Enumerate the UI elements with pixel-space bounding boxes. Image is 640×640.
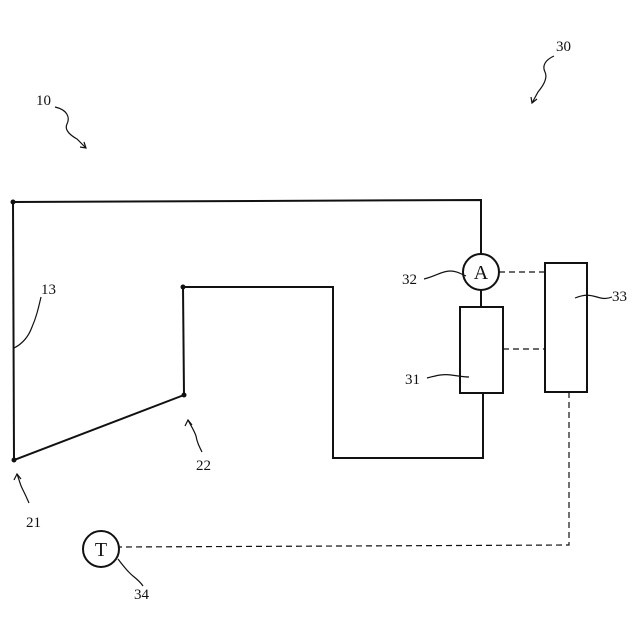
leader-22: [188, 420, 202, 452]
label-30: 30: [556, 39, 571, 55]
block-33: [545, 263, 587, 392]
leader-10: [55, 107, 86, 148]
label-33: 33: [612, 289, 627, 305]
ammeter-symbol: A: [474, 262, 489, 284]
leader-34: [118, 559, 143, 586]
leader-13: [14, 297, 41, 348]
label-32: 32: [402, 272, 417, 288]
block-31: [460, 307, 503, 393]
node-21: [12, 458, 17, 463]
leader-33: [575, 295, 612, 298]
label-21: 21: [26, 515, 41, 531]
node-22: [182, 393, 187, 398]
node-top-left: [11, 200, 16, 205]
dashed-link-33-thermo: [119, 392, 569, 547]
leader-31: [427, 375, 469, 378]
label-13: 13: [41, 282, 56, 298]
label-22: 22: [196, 458, 211, 474]
leader-30: [532, 56, 554, 103]
node-upper-bend: [181, 285, 186, 290]
leader-21: [17, 474, 29, 503]
label-10: 10: [36, 93, 51, 109]
label-31: 31: [405, 372, 420, 388]
thermometer-symbol: T: [95, 539, 107, 561]
label-34: 34: [134, 587, 150, 603]
outer-loop-wire: [13, 200, 483, 460]
leader-32: [424, 271, 466, 279]
